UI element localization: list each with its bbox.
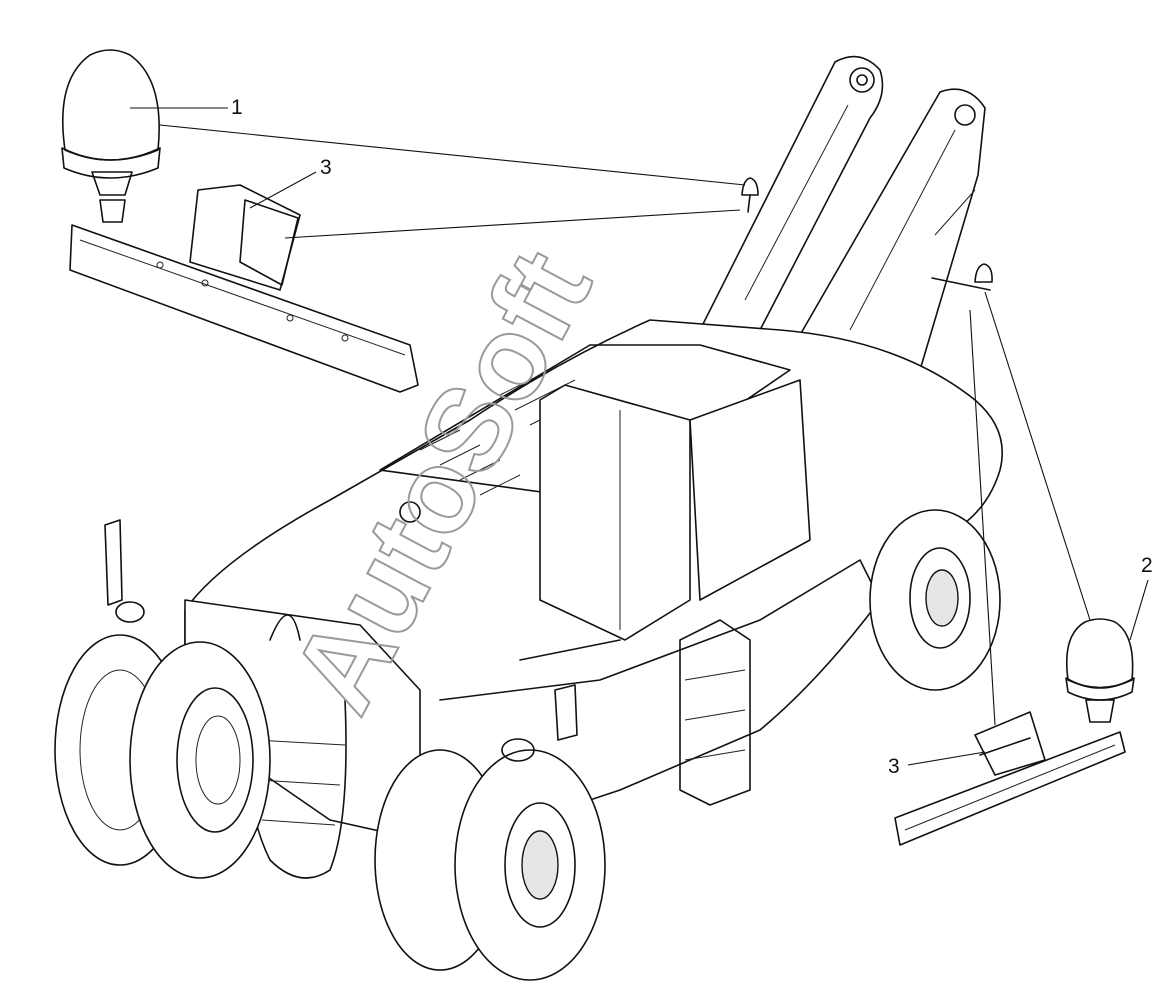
machine-illustration [54,55,1003,981]
leader-line-3-upper [249,171,317,209]
detail-beacon-bracket-left [61,49,419,393]
front-wheel-right [869,509,1001,691]
boom-arm-right [799,88,986,396]
callout-label-2: 2 [1141,554,1153,577]
leader-line-2-to-machine [984,291,1091,621]
boarding-steps [679,619,751,806]
callout-label-3-upper: 3 [320,156,332,179]
beacon-lamp-1 [61,49,161,223]
machine-hull [184,319,1003,841]
leader-line-3-lower-to-machine [969,309,996,726]
leader-lines [130,107,1149,766]
front-wheel-left [374,749,606,981]
leader-line-3-upper-to-machine [284,209,741,239]
leader-line-3-lower [907,751,986,766]
rear-lamp-left [104,519,145,623]
work-light-3-upper [189,184,301,291]
leader-line-1-to-machine [159,124,746,186]
callout-label-3-lower: 3 [888,755,900,778]
boom-arm-left [699,55,884,331]
rear-lamp-right [501,684,578,762]
mounting-rail-1 [69,224,419,393]
beacon-lamp-2 [1065,618,1135,723]
mounted-beacon-right [931,263,993,291]
callout-label-1: 1 [231,96,243,119]
rear-wheel-inner [129,641,271,879]
mounted-beacon-left [741,177,759,213]
detail-beacon-bracket-right [894,618,1135,846]
leader-line-2 [1129,579,1149,641]
work-light-3-lower [974,711,1046,776]
